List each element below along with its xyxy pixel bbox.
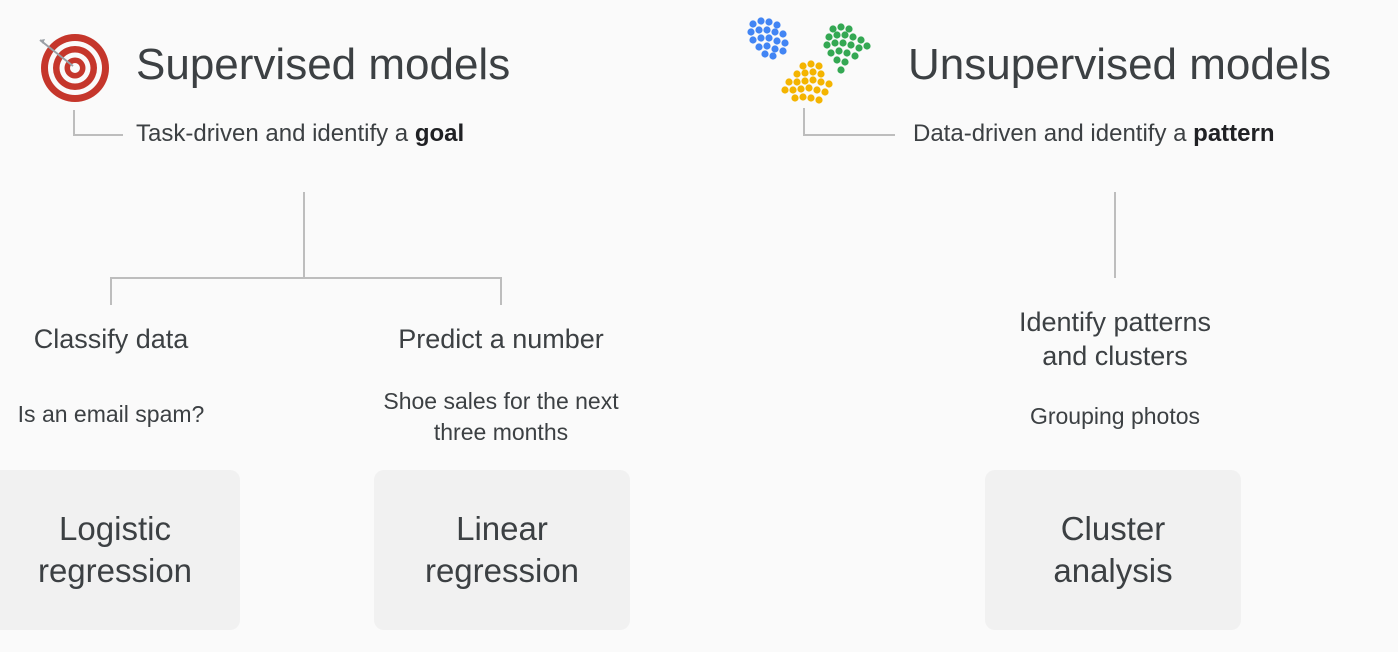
unsupervised-subtitle-keyword: pattern xyxy=(1193,120,1275,147)
supervised-tree-left-drop xyxy=(110,277,112,305)
cluster-analysis-line2: analysis xyxy=(1053,552,1173,589)
linear-regression-line1: Linear xyxy=(456,510,548,547)
identify-patterns-heading: Identify patterns and clusters xyxy=(975,305,1255,373)
classify-data-example: Is an email spam? xyxy=(17,401,205,427)
supervised-tree-trunk xyxy=(303,192,305,278)
unsupervised-subtitle: Data-driven and identify a pattern xyxy=(913,120,1275,148)
logistic-regression-line2: regression xyxy=(37,552,193,589)
clusters-icon xyxy=(747,17,871,104)
supervised-title: Supervised models xyxy=(136,40,511,89)
cluster-analysis-card: Cluster analysis xyxy=(985,470,1241,630)
identify-patterns-line1: Identify patterns xyxy=(1018,307,1212,337)
predict-number-heading: Predict a number xyxy=(398,324,604,354)
unsupervised-tree-trunk xyxy=(1114,192,1116,278)
unsupervised-subtitle-text: Data-driven and identify a xyxy=(913,120,1194,147)
linear-regression-card: Linear regression xyxy=(374,470,630,630)
predict-number-example-line2: three months xyxy=(433,419,569,445)
logistic-regression-line1: Logistic xyxy=(59,510,171,547)
unsupervised-title: Unsupervised models xyxy=(908,40,1332,89)
unsupervised-subtitle-connector-h xyxy=(803,134,895,136)
identify-patterns-line2: and clusters xyxy=(1042,341,1188,371)
supervised-subtitle: Task-driven and identify a goal xyxy=(136,120,464,148)
supervised-subtitle-keyword: goal xyxy=(414,120,465,147)
supervised-subtitle-connector-h xyxy=(73,134,123,136)
predict-number-example-line1: Shoe sales for the next xyxy=(383,388,619,414)
supervised-tree-bar xyxy=(110,277,502,279)
target-icon xyxy=(39,34,109,102)
linear-regression-line2: regression xyxy=(424,552,580,589)
cluster-analysis-line1: Cluster xyxy=(1060,510,1166,547)
logistic-regression-card: Logistic regression xyxy=(0,470,240,630)
predict-number-example: Shoe sales for the next three months xyxy=(340,386,662,448)
unsupervised-subtitle-connector-v xyxy=(803,108,805,135)
supervised-subtitle-text: Task-driven and identify a xyxy=(136,120,415,147)
supervised-subtitle-connector-v xyxy=(73,110,75,135)
grouping-photos-example: Grouping photos xyxy=(1029,403,1201,429)
supervised-tree-right-drop xyxy=(500,277,502,305)
classify-data-heading: Classify data xyxy=(33,324,189,354)
